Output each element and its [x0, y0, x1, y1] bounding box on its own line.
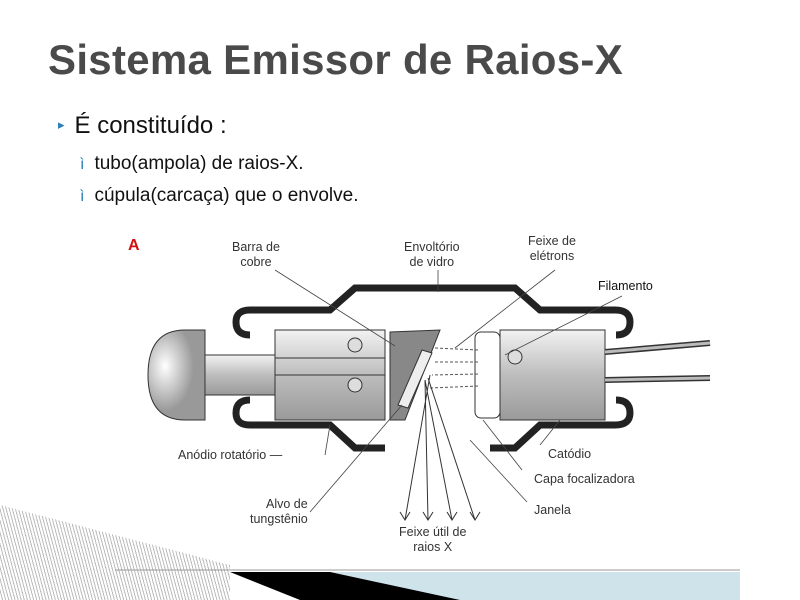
label-feixe-eletrons: Feixe de elétrons — [528, 234, 576, 263]
figure-letter: A — [128, 237, 140, 254]
label-anodio: Anódio rotatório — — [178, 448, 283, 462]
label-feixe-util: Feixe útil de raios X — [399, 525, 467, 554]
glass-envelope-top — [232, 284, 634, 339]
label-janela: Janela — [534, 503, 571, 517]
glass-envelope-bottom — [232, 396, 634, 452]
slide-title: Sistema Emissor de Raios-X — [48, 36, 624, 83]
label-catodio: Catódio — [548, 447, 592, 461]
tungsten-target — [397, 349, 433, 409]
label-filamento: Filamento — [598, 279, 653, 293]
cathode — [499, 329, 606, 421]
sub-bullet-icon: ì — [80, 188, 85, 205]
triangle-bullet-icon: ▸ — [58, 117, 65, 132]
anode-cap — [147, 329, 206, 421]
bottom-shape-light — [330, 572, 740, 600]
label-envoltorio: Envoltório de vidro — [404, 240, 460, 269]
label-barra-de-cobre: Barra de cobre — [232, 240, 280, 269]
label-capa: Capa focalizadora — [534, 472, 635, 486]
sub-bullet-icon: ì — [80, 156, 85, 173]
bullet-item: ▸É constituído : — [58, 112, 227, 139]
focusing-cap — [474, 331, 501, 419]
label-alvo: Alvo de tungstênio — [250, 497, 308, 526]
